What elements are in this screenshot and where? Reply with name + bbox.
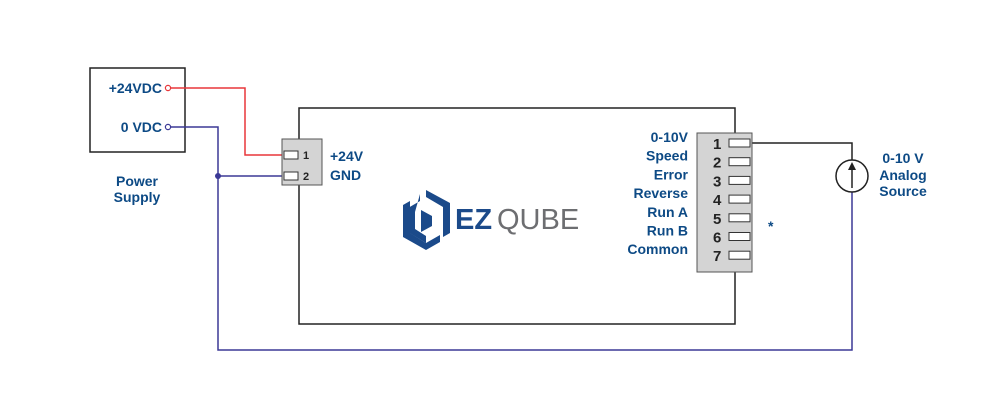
pin-number: 1 [303,150,309,162]
power-supply: +24VDC 0 VDC Power Supply [89,67,186,205]
pin-1 [283,150,299,160]
junction-dot [215,173,221,179]
analog-source-label-2: Analog [879,167,926,183]
logo-text-qube: QUBE [497,204,579,236]
pin-label-gnd: GND [330,167,361,183]
pin-number: 2 [713,155,721,172]
note-asterisk: * [768,218,774,234]
pin-6 [728,232,751,241]
power-supply-box [89,67,186,153]
terminal-neg [164,123,172,131]
pin-4 [728,194,751,204]
pin-7 [728,250,751,260]
pin-label: Error [654,166,689,182]
pin-label: Run A [647,204,688,220]
pin-label: Common [627,241,688,257]
pin-label: Run B [647,223,688,239]
logo-text-ez: EZ [455,204,492,236]
pin-number: 2 [303,171,309,183]
pin-number: 1 [713,136,721,153]
power-supply-title-2: Supply [114,189,161,205]
pin-2 [728,157,751,167]
power-supply-title: Power [116,173,159,189]
pin-label: Speed [646,148,688,164]
pin-3 [728,175,751,185]
analog-source-label-3: Source [879,183,927,199]
terminal-pos [164,84,172,92]
pin-number: 3 [713,173,721,190]
power-connector: 1 2 [281,138,323,186]
pin-5 [728,213,751,223]
analog-source-label: 0-10 V [882,150,924,166]
wire-ground [171,126,853,351]
wire-positive [171,87,284,156]
pin-number: 5 [713,211,721,228]
pin-label: Reverse [634,185,689,201]
ezqube-logo: EZ QUBE [403,190,579,250]
pin-label-24v: +24V [330,148,364,164]
pin-number: 6 [713,230,721,247]
terminal-neg-label: 0 VDC [121,119,162,135]
terminal-pos-label: +24VDC [109,80,162,96]
pin-number: 7 [713,248,721,265]
analog-source: 0-10 V Analog Source [835,150,927,199]
logo-cube-icon [403,190,450,250]
pin-label: 0-10V [651,129,689,145]
pin-1 [728,138,751,148]
pin-2 [283,171,299,181]
pin-number: 4 [713,192,722,209]
wire-signal [750,142,853,160]
